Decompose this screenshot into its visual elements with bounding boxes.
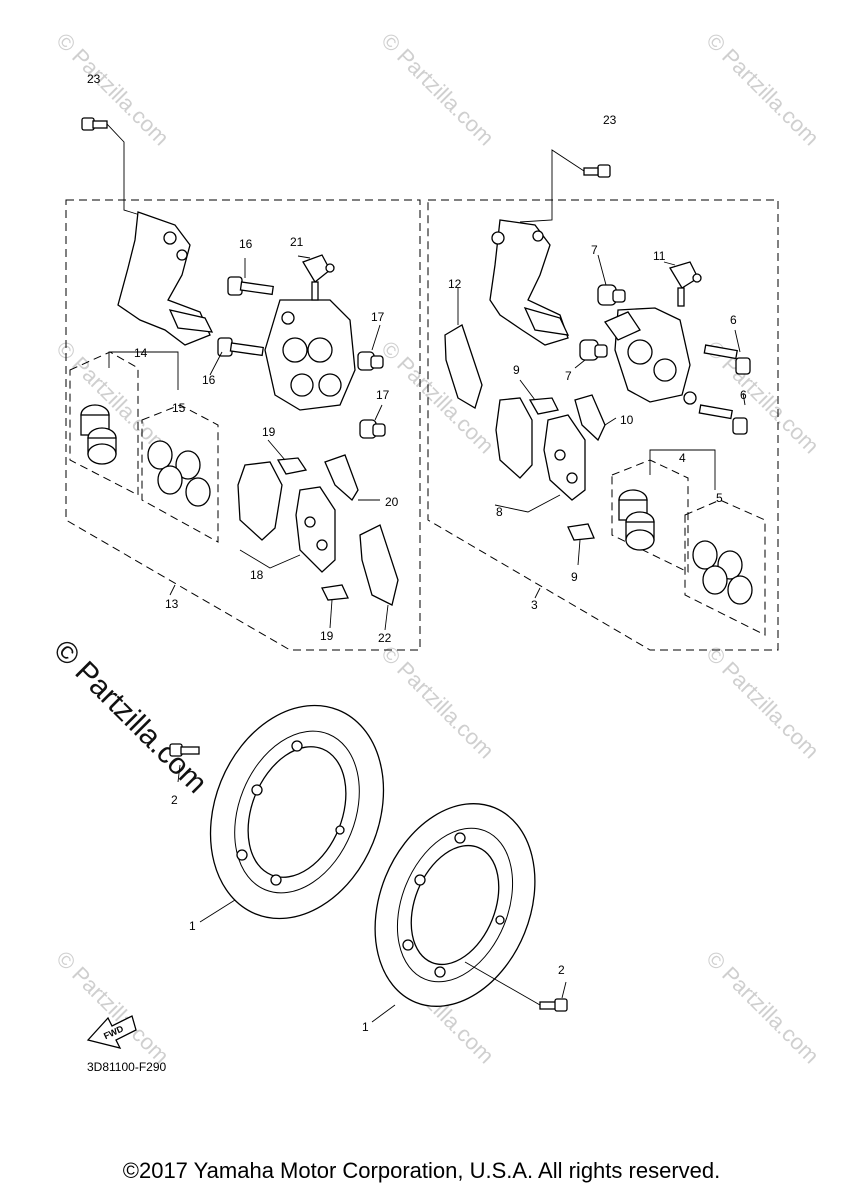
pin-6-lower xyxy=(698,404,748,435)
piston-4 xyxy=(618,489,655,551)
callout-18: 18 xyxy=(250,568,264,582)
brake-pad-8-rear xyxy=(543,414,586,501)
callout-15: 15 xyxy=(172,401,186,415)
bleeder-11 xyxy=(669,261,702,307)
boot-17-lower xyxy=(359,419,386,439)
brake-pad-8-front xyxy=(495,397,533,479)
pad-support-20 xyxy=(324,454,359,502)
brake-disc-lower xyxy=(374,803,536,1007)
pad-spring-9-lower xyxy=(567,523,595,541)
callout-10: 10 xyxy=(620,413,634,427)
watermark: © Partzilla.com xyxy=(51,946,174,1069)
callout-7-upper: 7 xyxy=(591,243,598,257)
callout-21: 21 xyxy=(290,235,304,249)
callout-16-lower: 16 xyxy=(202,373,216,387)
boot-17-upper xyxy=(357,351,384,371)
watermark: © Partzilla.com xyxy=(51,28,174,151)
callout-6-lower: 6 xyxy=(740,388,747,402)
pin-16-lower xyxy=(217,337,264,357)
bleeder-21 xyxy=(302,254,335,301)
callout-19-upper: 19 xyxy=(262,425,276,439)
callout-16-upper: 16 xyxy=(239,237,253,251)
fwd-arrow-icon: FWD xyxy=(86,1015,137,1049)
caliper-bracket-right xyxy=(489,219,570,346)
diagram-code: 3D81100-F290 xyxy=(87,1060,166,1074)
brake-disc-upper xyxy=(209,704,385,920)
watermark: © Partzilla.com xyxy=(701,28,824,151)
watermark: © Partzilla.com xyxy=(701,641,824,764)
bolt-23-right xyxy=(519,149,611,223)
pad-shim-22 xyxy=(359,524,399,606)
callout-1-upper: 1 xyxy=(189,919,196,933)
pin-6-upper xyxy=(703,344,751,375)
watermark: © Partzilla.com xyxy=(376,641,499,764)
callout-2-lower: 2 xyxy=(558,963,565,977)
pad-shim-12 xyxy=(444,324,483,409)
watermark: © Partzilla.com xyxy=(701,946,824,1069)
brake-pad-18-front xyxy=(237,461,283,541)
copyright-notice: ©2017 Yamaha Motor Corporation, U.S.A. A… xyxy=(122,1158,721,1183)
caliper-body-right xyxy=(604,307,697,405)
seal-kit-15 xyxy=(147,440,211,507)
pad-spring-19-lower xyxy=(321,584,349,601)
callout-17-lower: 17 xyxy=(376,388,390,402)
brake-pad-18-rear xyxy=(295,486,336,573)
callout-22: 22 xyxy=(378,631,392,645)
boot-7-upper xyxy=(597,284,626,306)
callout-19-lower: 19 xyxy=(320,629,334,643)
boot-7-lower xyxy=(579,339,608,361)
callout-8: 8 xyxy=(496,505,503,519)
callout-17-upper: 17 xyxy=(371,310,385,324)
left-caliper-assembly xyxy=(65,117,421,651)
bolt-23-left xyxy=(81,117,141,216)
callout-13: 13 xyxy=(165,597,179,611)
pad-spring-19-upper xyxy=(276,457,308,475)
watermark: © Partzilla.com xyxy=(376,28,499,151)
caliper-bracket-left xyxy=(117,211,214,346)
callout-9-lower: 9 xyxy=(571,570,578,584)
callout-1-lower: 1 xyxy=(362,1020,369,1034)
pad-support-10 xyxy=(574,394,606,442)
pin-16-upper xyxy=(227,276,274,296)
callout-14: 14 xyxy=(134,346,148,360)
disc-bolt-2-lower xyxy=(464,961,568,1012)
callout-12: 12 xyxy=(448,277,462,291)
callout-11: 11 xyxy=(653,249,666,263)
caliper-body-left xyxy=(264,299,356,411)
callout-2-upper: 2 xyxy=(171,793,178,807)
right-caliper-assembly xyxy=(427,149,779,651)
callout-23-left: 23 xyxy=(87,72,101,86)
callout-layer: 23 23 16 16 21 17 17 14 15 19 20 18 13 1… xyxy=(87,72,747,1034)
callout-4: 4 xyxy=(679,451,686,465)
callout-3: 3 xyxy=(531,598,538,612)
callout-20: 20 xyxy=(385,495,399,509)
watermark: © Partzilla.com xyxy=(376,336,499,459)
callout-5: 5 xyxy=(716,491,723,505)
seal-kit-5 xyxy=(692,540,753,605)
pad-spring-9-upper xyxy=(528,397,559,415)
piston-14 xyxy=(80,404,117,465)
callout-7-lower: 7 xyxy=(565,369,572,383)
callout-23-right: 23 xyxy=(603,113,617,127)
watermark-large: © Partzilla.com xyxy=(47,634,213,800)
callout-6-upper: 6 xyxy=(730,313,737,327)
callout-9-upper: 9 xyxy=(513,363,520,377)
disc-bolt-2-upper xyxy=(169,743,200,757)
